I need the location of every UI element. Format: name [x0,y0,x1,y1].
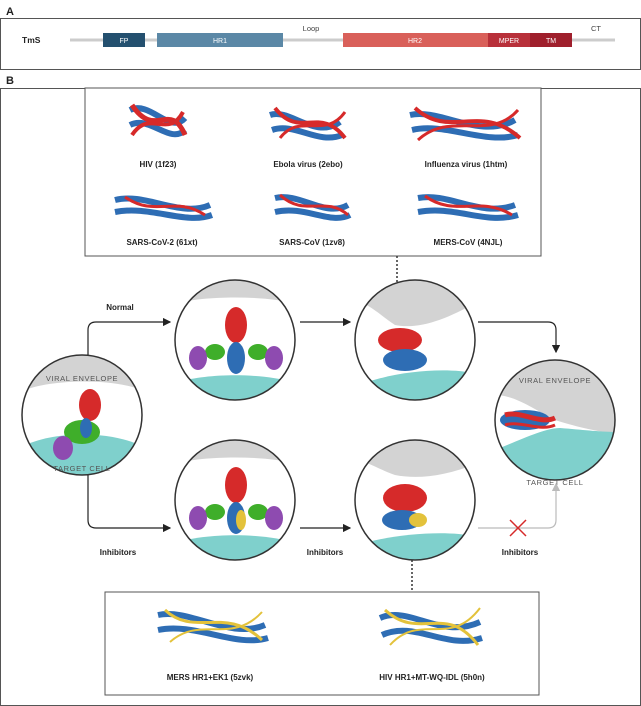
circle-normal-hairpin [355,280,475,400]
arrow-inhibitors-left [87,475,172,533]
caption-hiv-mt-wq-idl: HIV HR1+MT-WQ-IDL (5h0n) [379,673,485,682]
tm-segment [530,33,572,47]
mper-label: MPER [499,38,519,45]
hr2-label: HR2 [408,38,422,45]
hr1-segment [157,33,283,47]
label-inhibitors-left: Inhibitors [100,548,137,557]
structure-hiv [128,103,188,138]
structure-sars-cov-2 [114,195,214,221]
panel-b-letter: B [6,75,14,87]
structure-hiv-mt-wq-idl [378,607,483,646]
caption-mers-cov: MERS-CoV (4NJL) [434,238,503,247]
caption-ebola: Ebola virus (2ebo) [273,160,343,169]
structure-mers-cov [417,194,519,221]
caption-sars-cov-2: SARS-CoV-2 (61xt) [126,238,197,247]
structure-ebola [269,106,347,141]
label-target-cell-left: TARGET CELL [53,464,110,473]
tm-label: TM [546,38,556,45]
circle-inhibitor-blocked [355,440,475,560]
fp-label: FP [120,38,129,45]
label-viral-envelope-right: VIRAL ENVELOPE [519,376,591,385]
protein-label: TmS [22,35,41,45]
label-viral-envelope-left: VIRAL ENVELOPE [46,374,118,383]
label-inhibitors-mid: Inhibitors [307,548,344,557]
label-target-cell-right: TARGET CELL [526,478,583,487]
label-inhibitors-right: Inhibitors [502,548,539,557]
mper-segment [488,33,530,47]
circle-inhibitor-prehairpin [175,440,295,560]
caption-hiv: HIV (1f23) [140,160,177,169]
structure-mers-ek1 [157,608,269,644]
domain-map: TmS FP HR1 Loop HR2 MPER TM CT [22,24,615,47]
fp-segment [103,33,145,47]
ct-label: CT [591,24,601,33]
caption-influenza: Influenza virus (1htm) [425,160,508,169]
hr2-segment [343,33,488,47]
hr1-label: HR1 [213,38,227,45]
caption-sars-cov: SARS-CoV (1zv8) [279,238,345,247]
structure-sars-cov [274,193,352,221]
loop-label: Loop [303,24,320,33]
circle-normal-prehairpin [175,280,295,400]
blocked-x-icon [509,519,527,537]
circle-initial [22,355,142,475]
label-normal: Normal [106,303,134,312]
panel-a-letter: A [6,6,14,18]
structure-influenza [409,106,522,142]
arrow-normal-right [478,321,561,354]
arrow-normal [87,317,172,355]
caption-mers-ek1: MERS HR1+EK1 (5zvk) [167,673,254,682]
arrow-inhibitors-right [478,482,561,529]
